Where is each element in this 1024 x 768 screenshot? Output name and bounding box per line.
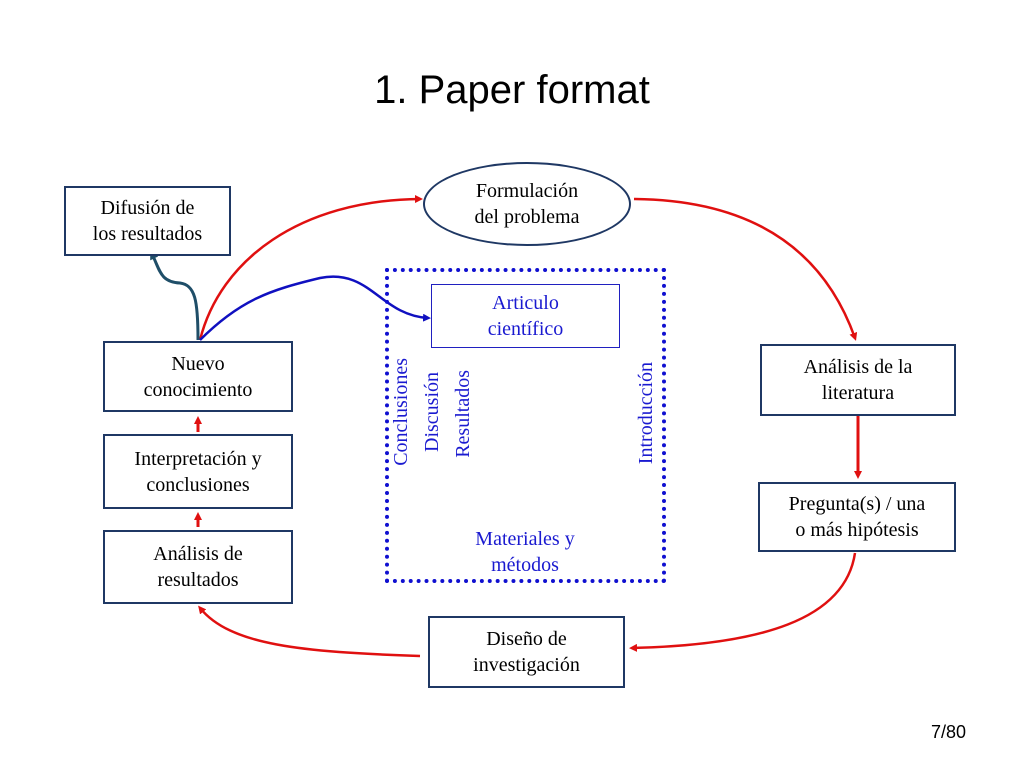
paper-structure-box	[385, 268, 666, 583]
analisis-literatura-line-2: literatura	[821, 382, 895, 404]
arrow-nuevo-to-difusion	[150, 250, 200, 341]
formulacion-ellipse: Formulación del problema	[423, 162, 631, 246]
section-discusion: Discusión	[421, 372, 443, 452]
analisis-literatura-box: Análisis de la literatura	[760, 344, 956, 416]
difusion-line-1: Difusión de	[100, 197, 195, 219]
diseno-line-2: investigación	[473, 654, 580, 676]
formulacion-line-2: del problema	[474, 206, 580, 228]
nuevo-conocimiento-box: Nuevo conocimiento	[103, 341, 293, 412]
arrow-nuevo-to-formulacion	[198, 195, 423, 341]
slide-title: 1. Paper format	[374, 68, 650, 112]
materiales-line-1: Materiales y	[475, 528, 575, 550]
analisis-literatura-line-1: Análisis de la	[803, 356, 913, 378]
nuevo-conocimiento-line-2: conocimiento	[143, 378, 253, 401]
arrow-nuevo-to-articulo	[199, 275, 431, 341]
nuevo-conocimiento-line-1: Nuevo	[171, 352, 225, 375]
section-introduccion: Introducción	[635, 362, 657, 465]
interpretacion-box: Interpretación y conclusiones	[103, 434, 293, 509]
arrow-pregunta-to-diseno	[629, 552, 857, 652]
section-materiales: Materiales y métodos	[445, 526, 605, 578]
analisis-resultados-line-2: resultados	[157, 569, 239, 591]
articulo-box: Articulo científico	[431, 284, 620, 348]
pregunta-line-2: o más hipótesis	[795, 519, 919, 541]
pregunta-line-1: Pregunta(s) / una	[788, 493, 926, 515]
analisis-resultados-line-1: Análisis de	[153, 543, 243, 565]
arrow-diseno-to-analisis	[198, 605, 421, 658]
section-resultados: Resultados	[452, 370, 474, 458]
diseno-box: Diseño de investigación	[428, 616, 625, 688]
arrow-formulacion-to-literatura	[633, 197, 858, 341]
articulo-line-1: Articulo	[492, 292, 559, 314]
diseno-line-1: Diseño de	[486, 628, 567, 650]
page-number: 7/80	[930, 722, 966, 742]
articulo-line-2: científico	[487, 318, 564, 340]
interpretacion-line-2: conclusiones	[146, 473, 250, 496]
pregunta-box: Pregunta(s) / una o más hipótesis	[758, 482, 956, 552]
section-conclusiones: Conclusiones	[390, 358, 412, 466]
analisis-resultados-box: Análisis de resultados	[103, 530, 293, 604]
interpretacion-line-1: Interpretación y	[134, 447, 262, 470]
formulacion-line-1: Formulación	[475, 180, 579, 202]
materiales-line-2: métodos	[491, 554, 559, 576]
difusion-box: Difusión de los resultados	[64, 186, 231, 256]
difusion-line-2: los resultados	[92, 223, 203, 245]
